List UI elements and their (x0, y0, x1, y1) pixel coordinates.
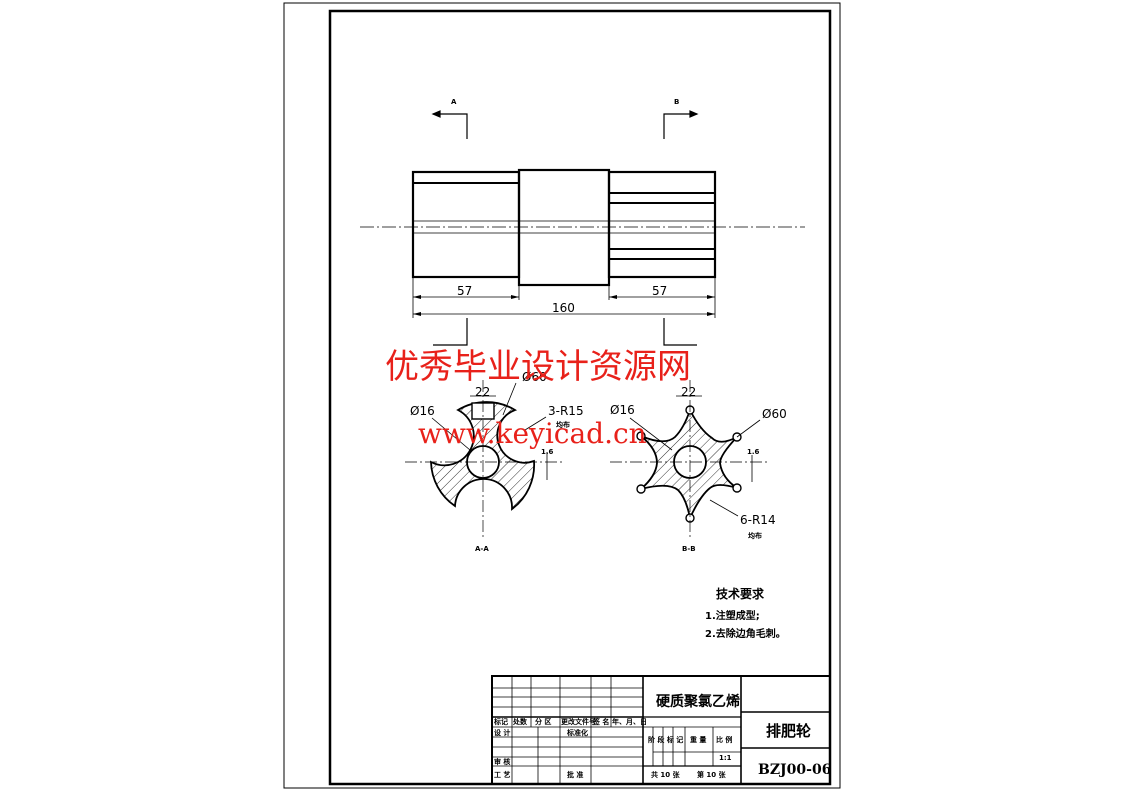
tb-standard: 标准化 (566, 728, 588, 737)
section-marker-a-top (431, 110, 468, 139)
tb-process: 工 艺 (494, 770, 510, 779)
view-b-radius-note: 6-R14 (740, 513, 776, 527)
tb-stage: 阶 段 标 记 (648, 735, 683, 744)
section-view-a (405, 380, 562, 540)
view-b-uniform-note: 均布 (748, 531, 762, 540)
front-view (360, 168, 805, 287)
section-view-b (610, 380, 770, 540)
view-b-outer-dia: Ø60 (762, 407, 787, 421)
watermark-url: www.keyicad.cn (418, 417, 647, 450)
view-a-caption: A-A (475, 545, 489, 553)
tb-scale-label: 比 例 (716, 735, 732, 744)
dimension-right: 57 (652, 284, 667, 298)
tb-sign: 签 名 (592, 717, 609, 726)
tb-mark: 标记 (493, 717, 508, 726)
tb-material: 硬质聚氯乙烯 (656, 693, 740, 710)
view-a-uniform-note: 均布 (556, 420, 570, 429)
tb-scale-value: 1:1 (719, 754, 732, 762)
watermark-title: 优秀毕业设计资源网 (385, 347, 691, 387)
tb-count: 处数 (512, 717, 528, 726)
tb-sheet-no: 第 10 张 (697, 770, 727, 779)
tb-approve: 批 准 (567, 770, 583, 779)
tb-part-name: 排肥轮 (766, 722, 811, 740)
view-b-width: 22 (681, 385, 696, 399)
section-label-a: A (451, 98, 457, 106)
section-marker-a-bottom (433, 318, 468, 346)
inner-frame (328, 9, 832, 786)
view-b-bore-dia: Ø16 (610, 403, 635, 417)
tb-docno: 更改文件号 (561, 717, 596, 726)
view-a-width: 22 (475, 385, 490, 399)
dimension-lines (412, 277, 716, 318)
view-b-caption: B-B (682, 545, 696, 553)
tb-sheets-total: 共 10 张 (651, 770, 681, 779)
dimension-left: 57 (457, 284, 472, 298)
view-b-roughness: 1.6 (747, 448, 760, 456)
title-block (491, 675, 831, 785)
view-a-bore-dia: Ø16 (410, 404, 435, 418)
requirements-title: 技术要求 (716, 586, 765, 601)
view-a-radius-note: 3-R15 (548, 404, 584, 418)
requirement-1: 1.注塑成型; (705, 609, 760, 622)
dimension-total: 160 (552, 301, 575, 315)
tb-design: 设 计 (494, 728, 510, 737)
tb-drawing-no: BZJ00-06 (758, 762, 831, 778)
requirement-2: 2.去除边角毛刺。 (705, 627, 786, 640)
tb-date: 年、月、日 (612, 717, 647, 726)
section-label-b: B (674, 98, 679, 106)
view-a-outer-dia: Ø60 (522, 370, 547, 384)
section-marker-b-bottom (663, 318, 697, 346)
outer-border (283, 2, 841, 789)
view-a-roughness: 1.6 (541, 448, 554, 456)
tb-weight: 重 量 (690, 735, 706, 744)
tb-review: 审 核 (494, 757, 510, 766)
section-marker-b-top (663, 110, 699, 139)
tb-zone: 分 区 (535, 717, 551, 726)
